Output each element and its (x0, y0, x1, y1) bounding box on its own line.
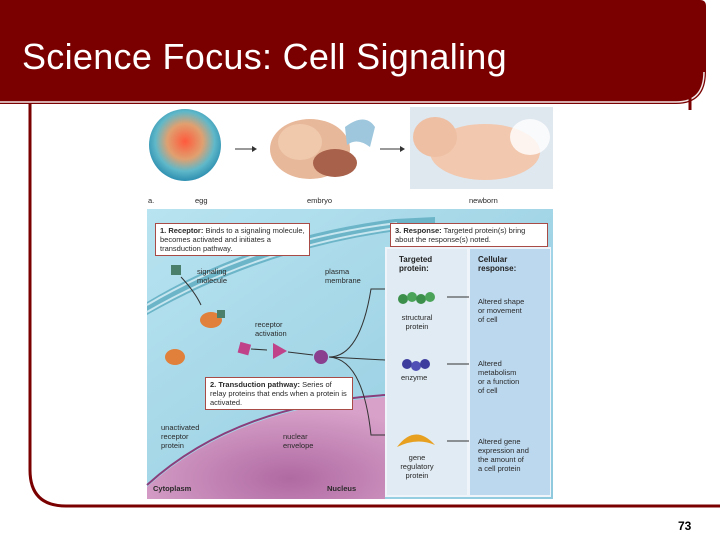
nucleus-area (147, 397, 385, 499)
receptor-shape (200, 312, 222, 328)
nucleus-label: Nucleus (327, 484, 357, 493)
receptor-box: 1. Receptor: Binds to a signaling molecu… (155, 223, 310, 256)
response-box: 3. Response: Targeted protein(s) bring a… (390, 223, 548, 247)
embryo-image (270, 119, 375, 179)
gene-regulatory-protein-label: gene regulatory protein (400, 453, 434, 480)
enzyme-shape (402, 359, 430, 371)
transduction-text: Series of relay proteins that ends when … (210, 380, 347, 407)
egg-image (149, 109, 221, 181)
signaling-molecule-label: signaling molecule (197, 267, 228, 285)
targeted-protein-heading: Targeted protein: (399, 255, 433, 273)
cytoplasm-label: Cytoplasm (153, 484, 192, 493)
panel-letter: a. (148, 196, 155, 205)
response-row-3: Altered gene expression and the amount o… (478, 437, 529, 473)
header-shape (0, 0, 706, 104)
receptor-heading: 1. Receptor: (160, 226, 204, 235)
unactivated-receptor-label: unactivated receptor protein (161, 423, 200, 450)
newborn-image (413, 117, 550, 180)
nuclear-envelope-label: nuclear envelope (283, 432, 314, 450)
response-heading: 3. Response: (395, 226, 442, 235)
embryo-label: embryo (307, 196, 333, 205)
slide-title: Science Focus: Cell Signaling (22, 36, 507, 77)
enzyme-label: enzyme (401, 373, 428, 382)
newborn-label: newborn (469, 196, 498, 205)
signaling-molecule-shape (171, 265, 181, 275)
gene-regulatory-protein-shape (397, 434, 435, 447)
response-panel (470, 249, 550, 495)
response-row-1: Altered shape or movement of cell (478, 297, 525, 324)
slide-header: Science Focus: Cell Signaling (0, 0, 720, 110)
structural-protein-shape (398, 292, 435, 304)
transduction-box: 2. Transduction pathway: Series of relay… (205, 377, 353, 410)
egg-label: egg (195, 196, 208, 205)
page-number: 73 (678, 519, 692, 533)
structural-protein-label: structural protein (401, 313, 433, 331)
transduction-heading: 2. Transduction pathway: (210, 380, 301, 389)
receptor-text: Binds to a signaling molecule, becomes a… (160, 226, 305, 253)
unactivated-receptor-shape (165, 349, 185, 365)
response-row-2: Altered metabolism or a function of cell (478, 359, 520, 395)
receptor-activation-label: receptor activation (255, 320, 287, 338)
figure-art (145, 107, 553, 499)
cellular-response-heading: Cellular response: (478, 255, 517, 273)
response-text: Targeted protein(s) bring about the resp… (395, 226, 526, 244)
cell-signaling-figure: a. egg embryo newborn 1. Receptor: Binds… (135, 107, 553, 499)
plasma-membrane-label: plasma membrane (325, 267, 361, 285)
